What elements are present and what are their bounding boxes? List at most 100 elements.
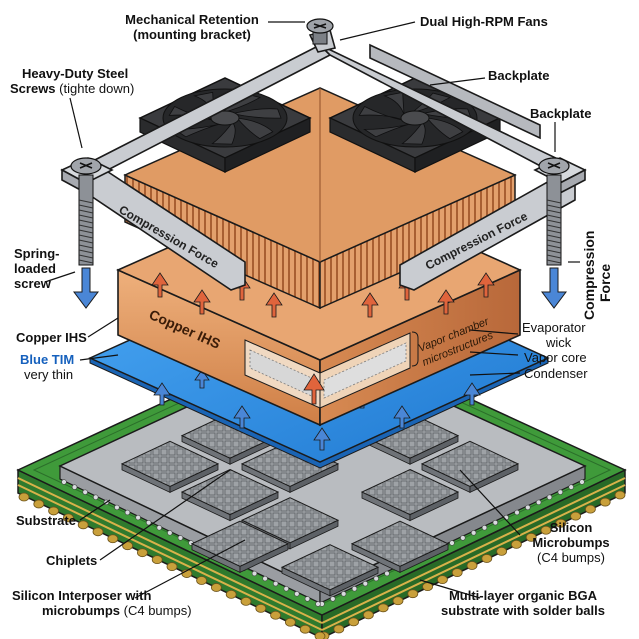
heavy-duty-screws-label: Heavy-Duty Steel Screws (tighte down) — [10, 66, 134, 96]
blue-tim-line2: very thin — [24, 367, 74, 382]
solder-ball — [196, 576, 208, 585]
solder-ball — [496, 547, 508, 556]
silicon-microbumps-line2: Microbumps — [532, 535, 610, 550]
evaporator-line1: Evaporator — [522, 320, 586, 335]
solder-balls — [18, 490, 626, 639]
solder-ball — [585, 504, 596, 514]
fan-blade — [383, 91, 405, 116]
fan-blade — [363, 123, 413, 138]
mechanical-retention-line1: Mechanical Retention — [125, 12, 259, 27]
blue-tim-line1: Blue TIM — [20, 352, 75, 367]
screw-left — [70, 157, 102, 266]
microbump — [177, 535, 184, 541]
chiplet — [180, 468, 280, 522]
solder-ball — [614, 490, 626, 500]
silicon-microbumps-line1: Silicon — [549, 520, 593, 535]
fan-blade — [211, 121, 236, 145]
spring-screw-line3: screw — [14, 276, 51, 291]
microbump — [330, 596, 336, 602]
microbump — [71, 484, 78, 490]
backplate-right-label: Backplate — [530, 106, 592, 121]
microbump — [251, 570, 258, 577]
solder-ball — [151, 555, 163, 565]
chiplet — [360, 468, 460, 522]
solder-ball — [77, 520, 89, 530]
microbump — [373, 575, 379, 582]
solder-ball — [166, 562, 178, 571]
microbump — [304, 596, 311, 602]
solder-ball — [92, 527, 104, 537]
microbump — [535, 499, 542, 506]
substrate-label: Substrate — [16, 513, 76, 528]
chiplet — [420, 440, 520, 494]
solder-ball — [333, 624, 345, 634]
microbump — [262, 575, 268, 582]
solder-ball — [284, 617, 296, 627]
solder-ball — [555, 518, 567, 528]
microbump — [514, 509, 520, 516]
microbump — [145, 519, 152, 526]
bga-line2: substrate with solder balls — [441, 603, 605, 618]
microbump — [546, 494, 553, 500]
solder-ball — [210, 583, 222, 592]
microbump — [61, 479, 67, 485]
microbump — [579, 479, 585, 485]
fan-blade — [232, 108, 282, 119]
microbump — [93, 494, 99, 500]
copper-ihs-label: Copper IHS — [16, 330, 87, 345]
solder-ball — [348, 617, 360, 627]
solder-ball — [314, 631, 326, 639]
solder-ball — [481, 554, 493, 563]
fan-blade — [426, 117, 464, 140]
compression-force-side-line1: Compression — [581, 230, 597, 320]
bga-label: Multi-layer organic BGA substrate with s… — [418, 588, 628, 618]
solder-ball — [525, 532, 537, 542]
interposer-line2: microbumps — [42, 603, 121, 618]
microbump — [124, 509, 131, 516]
blue-tim-label: Blue TIM very thin — [20, 352, 74, 382]
solder-ball — [466, 561, 478, 570]
microbump — [272, 580, 279, 587]
vapor-core-label: Vapor core — [524, 350, 587, 365]
microbump — [167, 530, 173, 536]
spring-screw-label: Spring- loaded screw — [14, 246, 60, 291]
heavy-duty-screws-line2: Screws — [10, 81, 56, 96]
mechanical-retention-line2: (mounting bracket) — [133, 27, 251, 42]
microbump — [156, 525, 162, 531]
solder-ball — [136, 548, 148, 558]
microbump — [294, 591, 300, 597]
solder-ball — [362, 610, 374, 620]
solder-ball — [451, 568, 463, 577]
fan-left-blades — [168, 91, 282, 145]
microbump — [470, 530, 477, 536]
heavy-duty-screws-note: (tighte down) — [59, 81, 135, 96]
solder-ball — [599, 497, 611, 507]
fan-blade — [401, 121, 426, 145]
interposer-line1: Silicon Interposer with — [12, 588, 152, 603]
screw-top — [306, 18, 334, 45]
silicon-microbumps-label: Silicon Microbumps (C4 bumps) — [516, 520, 626, 565]
spring-screw-line2: loaded — [14, 261, 56, 276]
chiplets-group — [120, 412, 520, 597]
microbump — [460, 535, 466, 541]
silicon-microbumps-line3: (C4 bumps) — [537, 550, 605, 565]
microbump — [449, 540, 455, 546]
solder-ball — [540, 525, 552, 535]
solder-ball — [18, 492, 30, 502]
interposer-label: Silicon Interposer with microbumps (C4 b… — [12, 588, 192, 618]
solder-ball — [255, 603, 267, 613]
microbump — [114, 504, 120, 511]
microbump — [340, 591, 347, 597]
bga-line1: Multi-layer organic BGA — [448, 588, 598, 603]
microbump — [384, 570, 390, 577]
compression-force-side-line2: Force — [597, 263, 613, 302]
solder-ball — [122, 541, 133, 551]
chiplet — [190, 520, 290, 573]
microbump — [568, 484, 574, 490]
microbump — [351, 586, 358, 592]
solder-ball — [392, 596, 404, 606]
microbump — [82, 489, 88, 495]
chiplet — [280, 544, 380, 597]
mechanical-retention-label: Mechanical Retention (mounting bracket) — [112, 12, 272, 42]
